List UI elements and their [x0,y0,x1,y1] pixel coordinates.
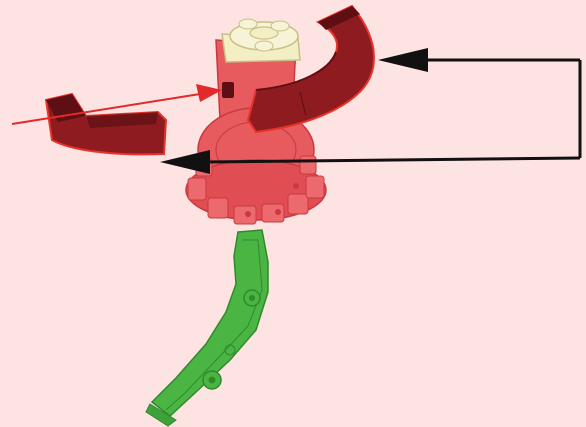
socket [222,82,234,98]
